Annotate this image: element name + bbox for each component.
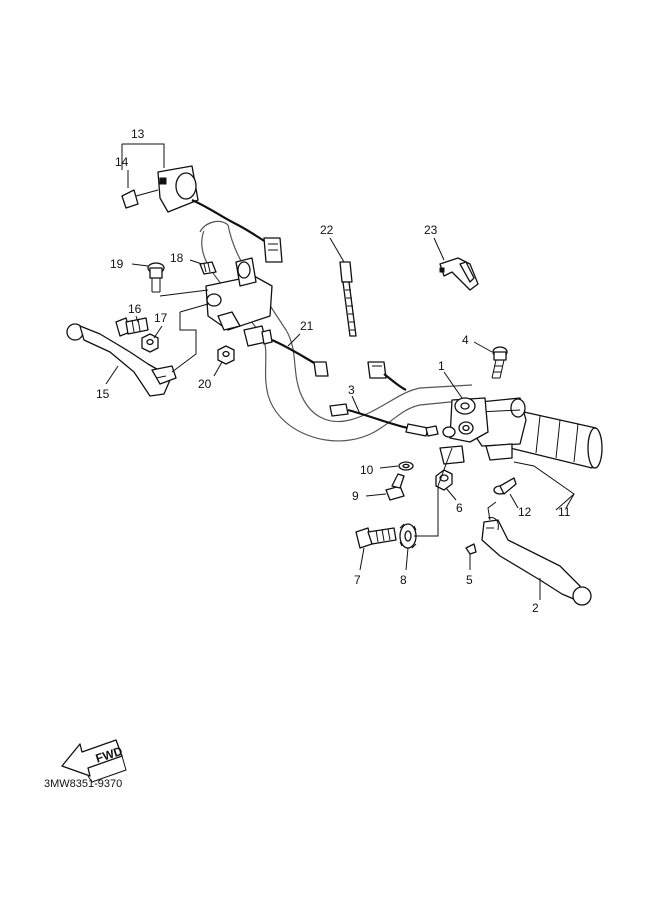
fwd-direction-badge: FWD <box>61 739 127 783</box>
callout-20: 20 <box>198 377 212 391</box>
callout-23: 23 <box>424 223 438 237</box>
bolt-19 <box>147 262 165 293</box>
bolt-9 <box>385 473 405 501</box>
catalog-code: 3MW8351-9370 <box>44 778 122 790</box>
callout-22: 22 <box>320 223 334 237</box>
cable-3 <box>329 403 439 437</box>
callout-4: 4 <box>462 333 469 347</box>
callout-11: 11 <box>558 505 571 519</box>
switch-connector <box>367 361 407 391</box>
washer-10 <box>398 461 414 471</box>
pin-5 <box>465 543 477 555</box>
bolt-16 <box>115 317 149 337</box>
callout-8: 8 <box>400 573 407 587</box>
callout-3: 3 <box>348 383 355 397</box>
locknut-8 <box>399 523 417 549</box>
right-brake-lever <box>481 501 592 606</box>
callout-19: 19 <box>110 257 124 271</box>
nut-17 <box>141 333 159 353</box>
clutch-lever <box>66 323 177 397</box>
callout-2: 2 <box>532 601 539 615</box>
cable-21 <box>243 325 329 377</box>
nut-20 <box>217 345 235 365</box>
cable-tie-22 <box>339 261 357 337</box>
screw-12 <box>493 477 517 495</box>
callout-12: 12 <box>518 505 532 519</box>
clamp-23 <box>439 257 479 291</box>
bolt-7 <box>355 527 397 549</box>
callout-14: 14 <box>115 155 129 169</box>
callout-5: 5 <box>466 573 473 587</box>
clutch-lever-holder <box>205 257 273 331</box>
callout-6: 6 <box>456 501 463 515</box>
callout-18: 18 <box>170 251 184 265</box>
right-grip <box>509 409 603 469</box>
callout-7: 7 <box>354 573 361 587</box>
bolt-4 <box>491 346 508 379</box>
callout-21: 21 <box>300 319 314 333</box>
callout-labels: 13 14 19 18 16 17 15 20 21 22 23 4 1 3 1… <box>96 127 571 615</box>
callout-13: 13 <box>131 127 145 141</box>
leader-lines <box>105 143 575 600</box>
master-cylinder <box>439 397 489 465</box>
left-switch <box>121 165 283 263</box>
callout-1: 1 <box>438 359 445 373</box>
callout-10: 10 <box>360 463 374 477</box>
screw-18 <box>199 261 217 275</box>
callout-17: 17 <box>154 311 168 325</box>
callout-9: 9 <box>352 489 359 503</box>
callout-16: 16 <box>128 302 142 316</box>
callout-15: 15 <box>96 387 110 401</box>
